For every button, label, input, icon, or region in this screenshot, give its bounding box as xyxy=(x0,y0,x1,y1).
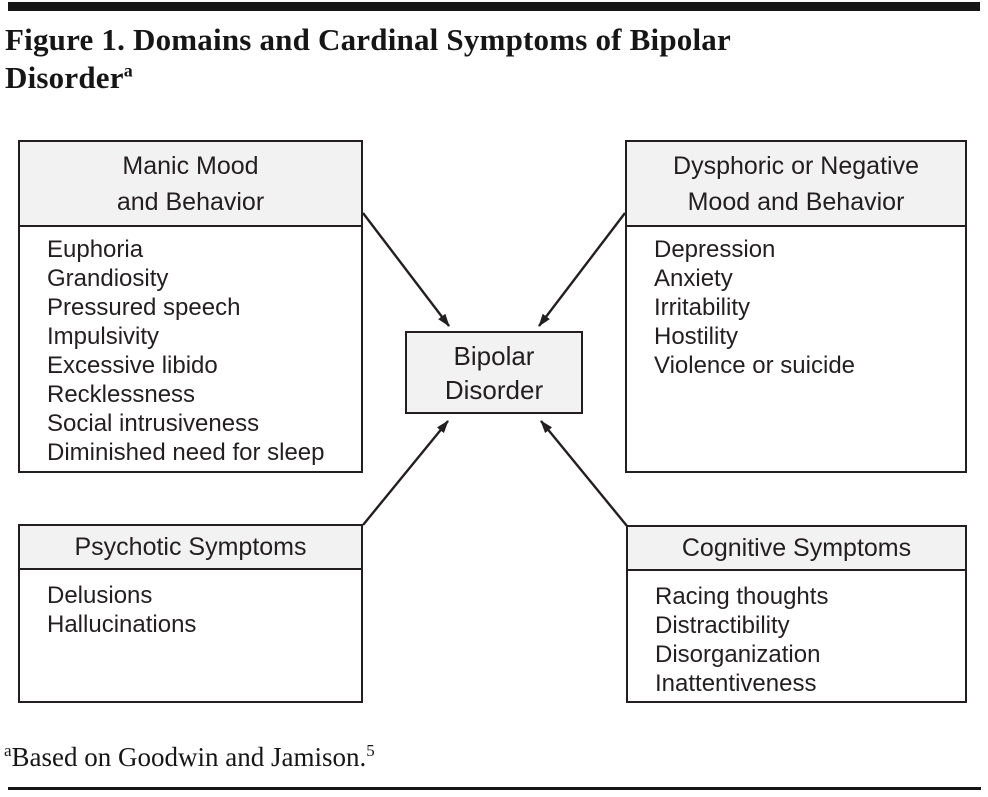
box-title-line: Cognitive Symptoms xyxy=(681,534,912,562)
top-rule xyxy=(8,2,980,11)
box-title-line: Manic Mood xyxy=(122,151,259,180)
symptom-item: Pressured speech xyxy=(47,294,241,321)
psychotic-symptoms-box-header: Psychotic Symptoms xyxy=(20,526,361,570)
figure-title-line1: Figure 1. Domains and Cardinal Symptoms … xyxy=(5,22,731,57)
arrow-manic-to-center xyxy=(362,212,450,327)
symptom-item: Hallucinations xyxy=(47,611,197,638)
symptom-item: Grandiosity xyxy=(47,265,169,292)
footnote-ref: 5 xyxy=(366,741,375,760)
figure-title-footnote-marker: a xyxy=(123,60,133,81)
symptom-item: Depression xyxy=(654,236,776,263)
symptom-item: Social intrusiveness xyxy=(47,410,260,437)
symptom-item: Impulsivity xyxy=(47,323,160,350)
symptom-item: Diminished need for sleep xyxy=(47,439,325,466)
figure-title-line2: Disorder xyxy=(5,60,124,95)
symptom-item: Racing thoughts xyxy=(655,583,829,610)
box-title-line: Mood and Behavior xyxy=(687,187,905,216)
cognitive-symptoms-box-header: Cognitive Symptoms xyxy=(628,527,965,571)
symptom-item: Hostility xyxy=(654,323,739,350)
footnote-marker: a xyxy=(4,741,12,760)
manic-mood-box-header: Manic Mood and Behavior xyxy=(20,142,361,227)
symptom-item: Irritability xyxy=(654,294,751,321)
arrow-dysphoric-to-center xyxy=(538,212,626,327)
figure-title: Figure 1. Domains and Cardinal Symptoms … xyxy=(5,21,965,97)
arrow-cognitive-to-center xyxy=(540,420,628,527)
center-box-line: Disorder xyxy=(444,374,544,405)
symptom-item: Violence or suicide xyxy=(654,352,856,379)
footnote: aBased on Goodwin and Jamison.5 xyxy=(4,740,375,774)
symptom-item: Delusions xyxy=(47,582,153,609)
box-title-line: and Behavior xyxy=(116,187,265,216)
arrow-psychotic-to-center xyxy=(362,420,449,526)
symptom-item: Distractibility xyxy=(655,612,790,639)
symptom-item: Euphoria xyxy=(47,236,144,263)
center-box-line: Bipolar xyxy=(453,340,535,371)
symptom-item: Inattentiveness xyxy=(655,670,817,697)
symptom-item: Anxiety xyxy=(654,265,733,292)
footnote-text: Based on Goodwin and Jamison. xyxy=(11,742,367,772)
symptom-item: Recklessness xyxy=(47,381,196,408)
symptom-item: Disorganization xyxy=(655,641,821,668)
bottom-rule xyxy=(8,787,981,790)
symptom-item: Excessive libido xyxy=(47,352,218,379)
box-title-line: Dysphoric or Negative xyxy=(673,151,919,180)
box-title-line: Psychotic Symptoms xyxy=(74,533,307,561)
